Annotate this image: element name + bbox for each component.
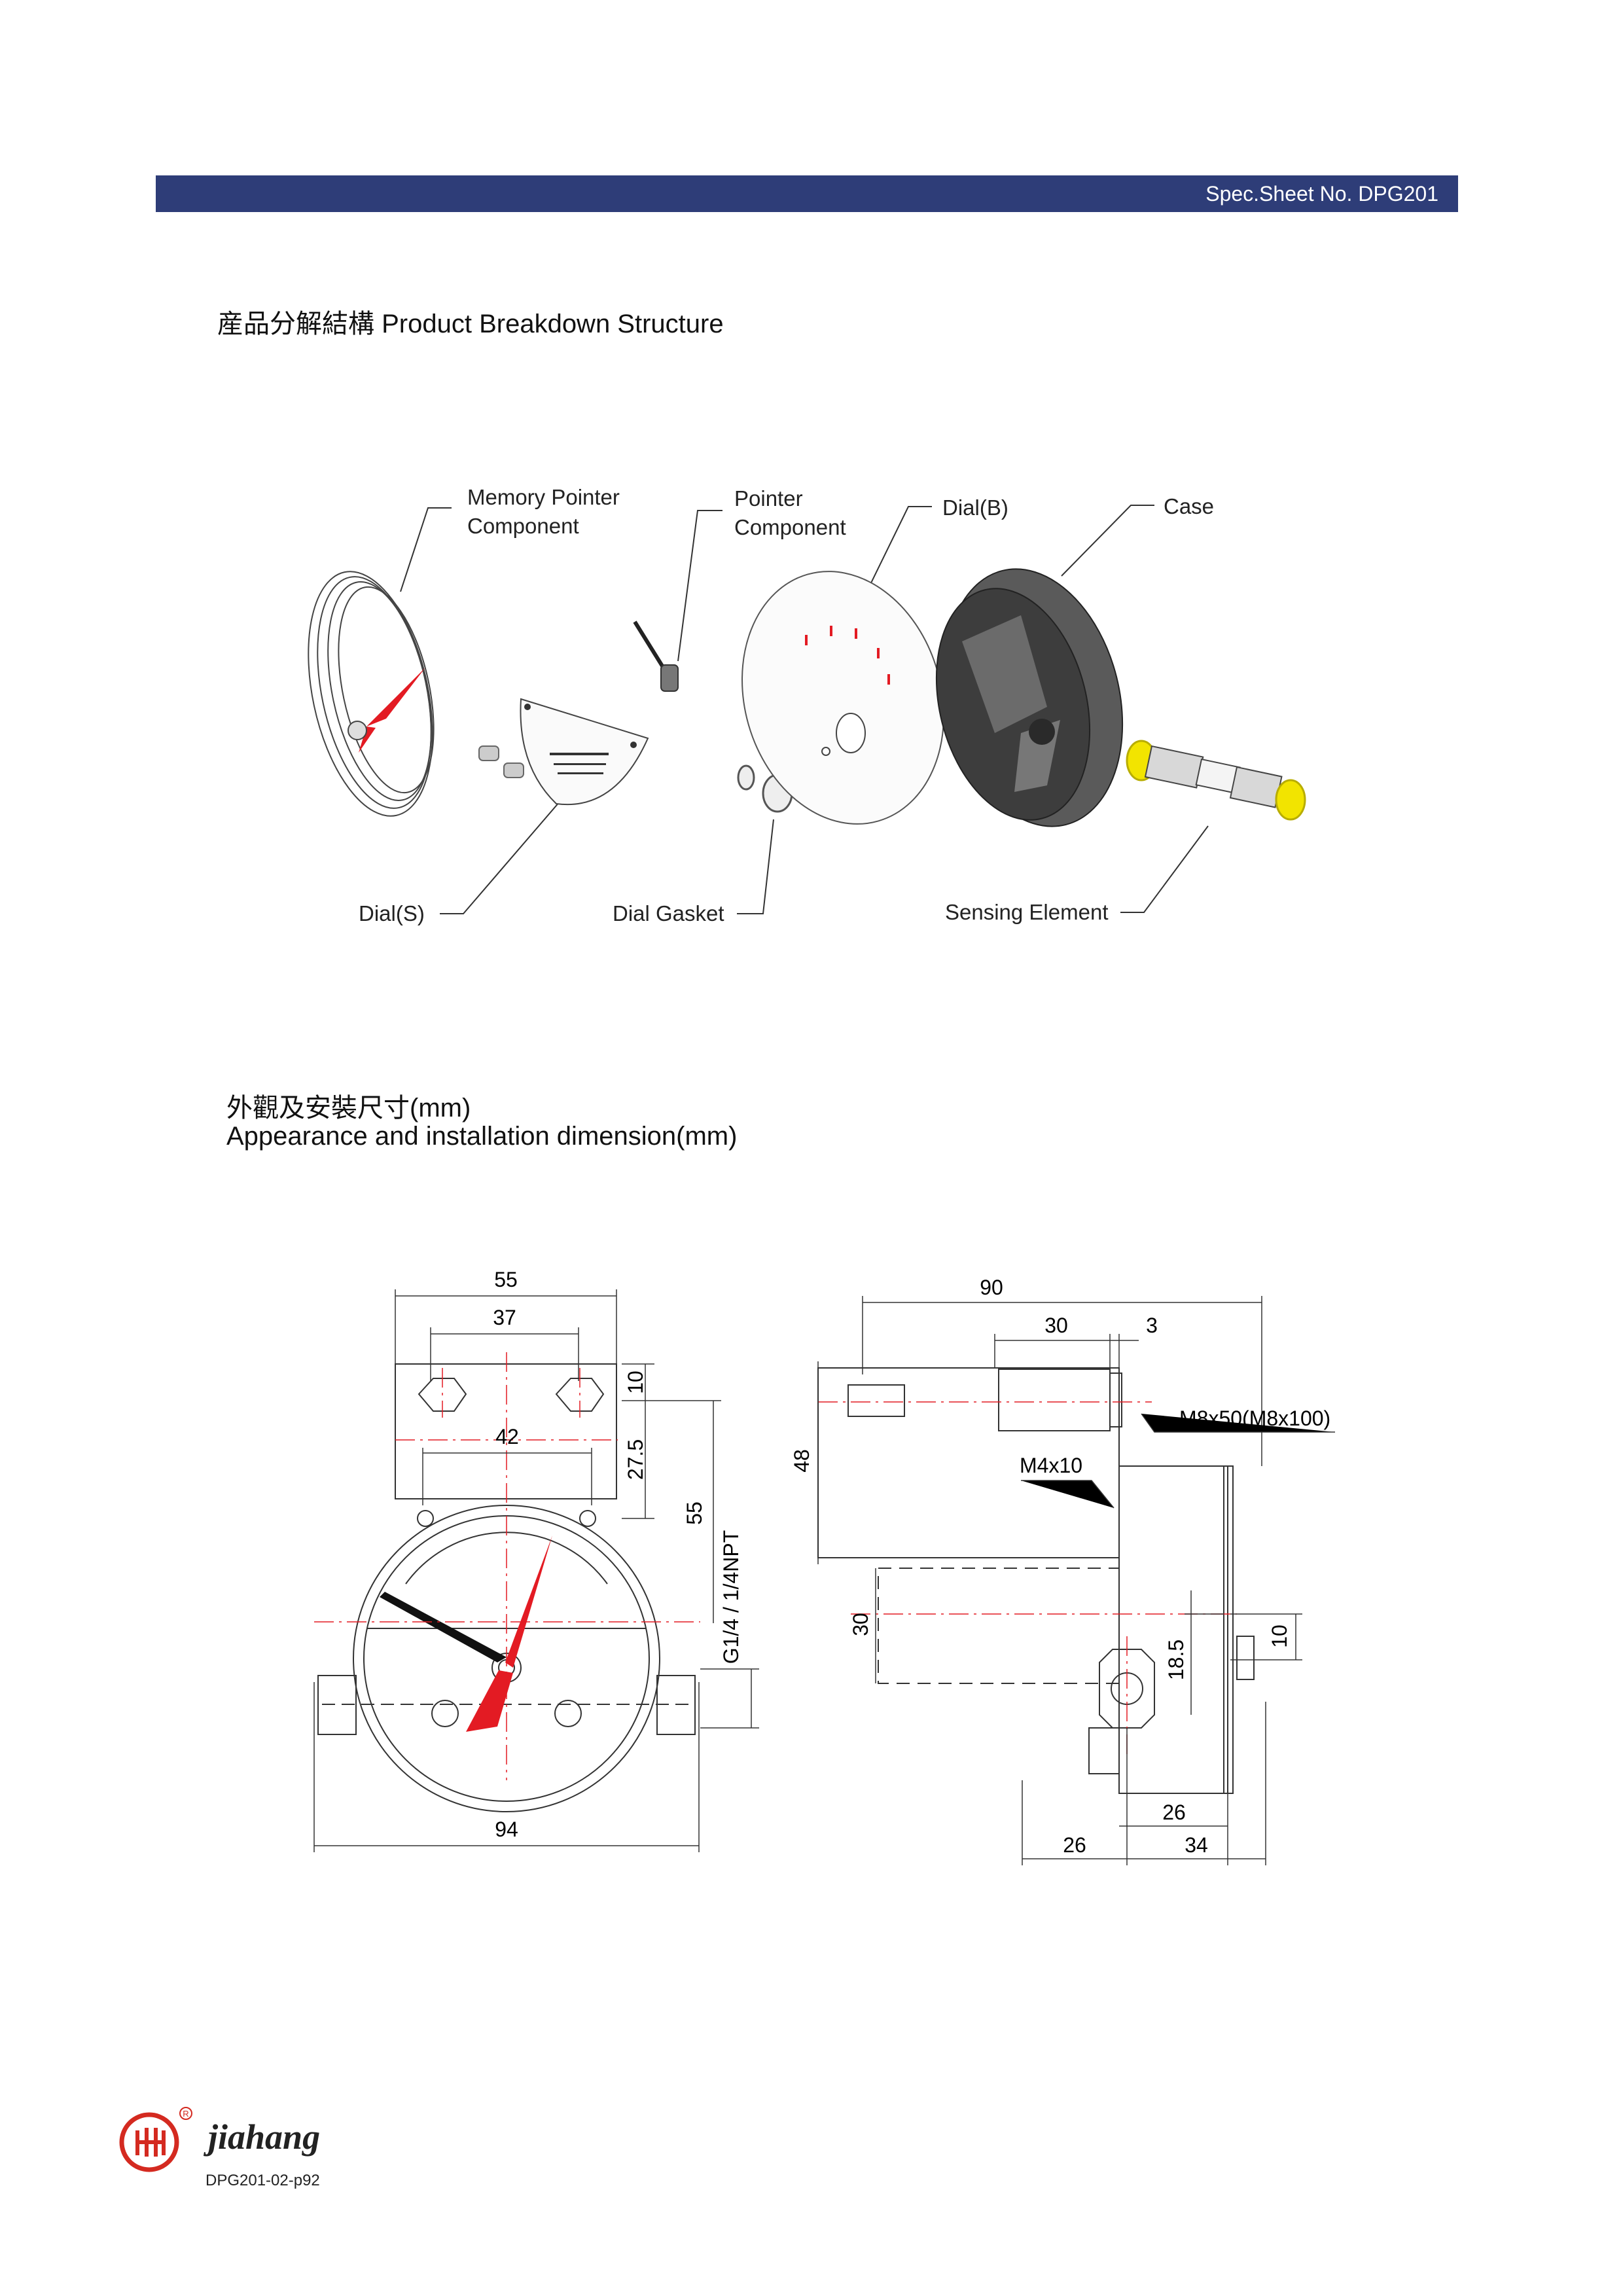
leader-pointer <box>677 510 722 662</box>
memory-pointer-red <box>366 668 425 726</box>
leader-dial-gasket <box>737 819 774 914</box>
screws <box>478 745 524 778</box>
svg-text:R: R <box>183 2109 188 2119</box>
bolt-head-right <box>555 1378 605 1412</box>
callout-dial-b: Dial(B) <box>942 495 1008 520</box>
leader-case <box>1061 505 1154 577</box>
dim-side-bottom-right: 34 <box>1185 1833 1208 1857</box>
callout-case: Case <box>1164 494 1215 518</box>
jiahang-logo-icon: R <box>119 2107 192 2172</box>
dim-mid-offset: 27.5 <box>624 1439 647 1480</box>
leader-sensing-element <box>1120 825 1209 913</box>
callout-sensing-element: Sensing Element <box>945 900 1109 924</box>
breakdown-title: 産品分解結構 Product Breakdown Structure <box>217 310 724 338</box>
dim-width-top: 55 <box>494 1268 518 1291</box>
case <box>935 568 1124 827</box>
dim-side-nut: 3 <box>1146 1314 1158 1337</box>
callout-memory-pointer-line1: Memory Pointer <box>467 485 620 509</box>
dial-s <box>520 698 649 806</box>
side-port-nut <box>1099 1649 1155 1729</box>
header-bar: Spec.Sheet No. DPG201 <box>156 175 1458 212</box>
memory-pointer-ring <box>308 571 435 817</box>
mounting-bracket <box>395 1363 617 1499</box>
side-case <box>1118 1465 1228 1794</box>
bolt-head-left <box>418 1378 467 1412</box>
dim-overall-width: 94 <box>495 1818 518 1841</box>
leader-dial-s <box>440 782 577 914</box>
sensing-element <box>1126 740 1306 821</box>
dim-thread: G1/4 / 1/4NPT <box>719 1530 743 1664</box>
dim-side-port-height: 18.5 <box>1164 1640 1188 1680</box>
gauge-outer-ring <box>353 1505 660 1812</box>
dim-side-height: 48 <box>790 1449 813 1473</box>
dim-height: 55 <box>683 1501 706 1525</box>
dim-bolt-spacing: 37 <box>493 1306 516 1329</box>
callout-memory-pointer: Memory Pointer Component <box>467 483 620 541</box>
dim-side-knob: 10 <box>1268 1624 1291 1648</box>
dimension-title-cn: 外觀及安裝尺寸(mm) <box>226 1094 471 1122</box>
dim-side-length: 90 <box>980 1276 1003 1299</box>
exploded-view-illustration <box>308 505 1306 914</box>
document-code: DPG201-02-p92 <box>205 2172 320 2189</box>
dim-side-lower-height: 30 <box>849 1613 872 1636</box>
spec-sheet-number: Spec.Sheet No. DPG201 <box>1205 182 1438 206</box>
brand-name: jiahang <box>208 2117 321 2157</box>
callout-pointer-line2: Component <box>734 515 846 539</box>
dim-hole-spacing: 42 <box>495 1425 519 1448</box>
dim-side-bolt: M8x50(M8x100) <box>1179 1407 1330 1430</box>
side-bolt-body <box>998 1369 1111 1431</box>
dim-side-case-depth: 26 <box>1162 1801 1186 1824</box>
callout-pointer-line1: Pointer <box>734 486 803 511</box>
dimension-title-en: Appearance and installation dimension(mm… <box>226 1122 738 1151</box>
front-pointer-black <box>380 1592 507 1662</box>
callout-dial-s: Dial(S) <box>359 901 425 925</box>
side-knob <box>1236 1636 1255 1680</box>
pointer-needle <box>633 620 667 672</box>
dim-side-screw: M4x10 <box>1020 1454 1082 1477</box>
dim-top-offset: 10 <box>624 1371 647 1394</box>
leader-memory-pointer <box>400 507 452 592</box>
front-pointer-red <box>466 1535 552 1732</box>
dim-side-bottom-left: 26 <box>1063 1833 1086 1857</box>
callout-memory-pointer-line2: Component <box>467 514 579 538</box>
callout-dial-gasket: Dial Gasket <box>613 901 724 925</box>
dim-side-body: 30 <box>1044 1314 1068 1337</box>
callout-pointer: Pointer Component <box>734 484 846 542</box>
